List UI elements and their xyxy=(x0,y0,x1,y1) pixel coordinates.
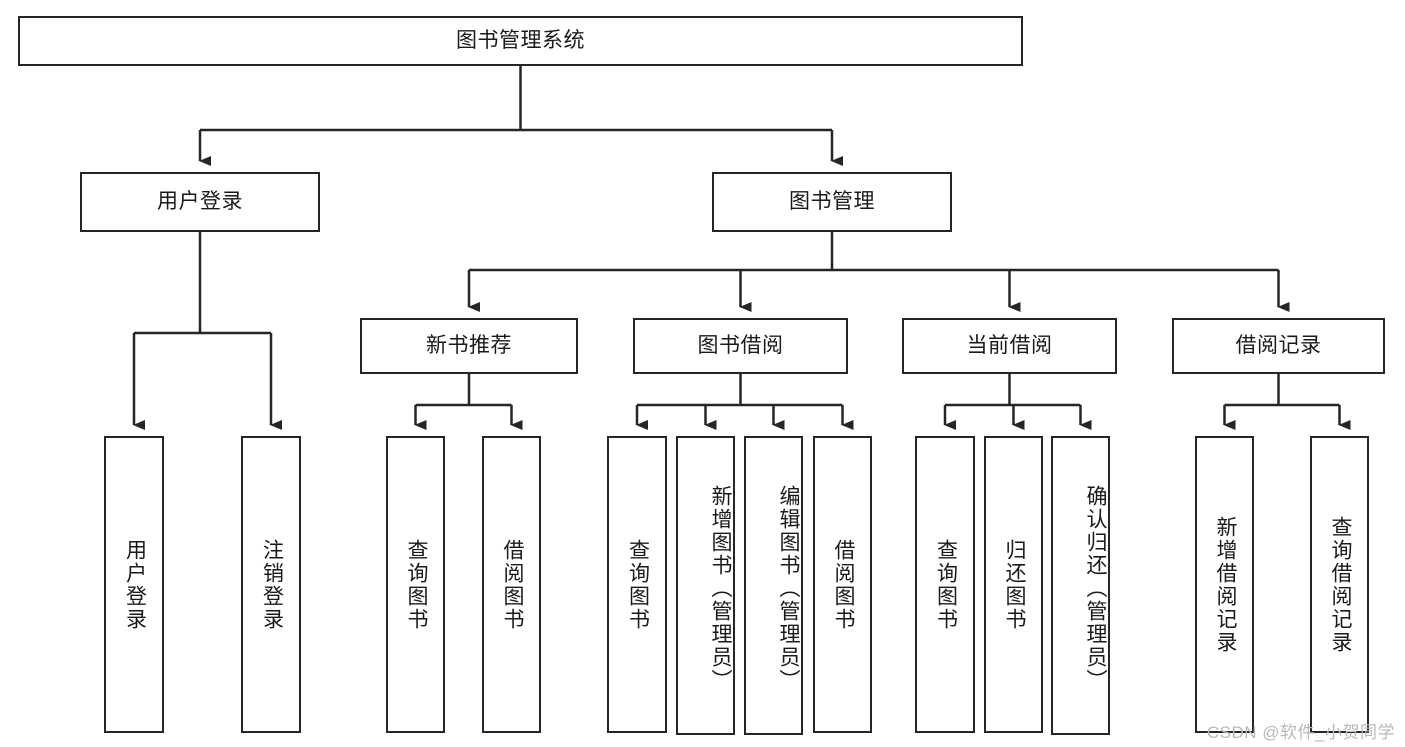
node-label: 图书借阅 xyxy=(697,334,784,358)
node-label: 归还图书 xyxy=(1002,538,1026,631)
node-book-manage[interactable]: 图书管理 xyxy=(712,172,952,232)
node-label: 查询图书 xyxy=(404,538,428,631)
node-label: 借阅记录 xyxy=(1235,334,1322,358)
node-label: 用户登录 xyxy=(157,190,243,214)
node-label: 用户登录 xyxy=(123,538,147,631)
node-leaf-add-book[interactable]: 新增图书（管理员） xyxy=(676,436,735,735)
node-root[interactable]: 图书管理系统 xyxy=(18,16,1023,66)
node-label: 查询图书 xyxy=(626,538,650,631)
node-label: 当前借阅 xyxy=(966,334,1053,358)
node-leaf-query-book-rec[interactable]: 查询图书 xyxy=(386,436,445,733)
node-label: 编辑图书（管理员） xyxy=(777,485,800,692)
node-label: 注销登录 xyxy=(260,538,284,631)
node-label: 借阅图书 xyxy=(831,538,855,631)
node-leaf-user-login[interactable]: 用户登录 xyxy=(104,436,164,733)
node-leaf-logout[interactable]: 注销登录 xyxy=(241,436,301,733)
node-label: 新增图书（管理员） xyxy=(709,485,732,692)
node-label: 新增借阅记录 xyxy=(1213,515,1237,654)
node-label: 新书推荐 xyxy=(426,334,512,358)
node-label: 借阅图书 xyxy=(500,538,524,631)
node-leaf-query-book-borrow[interactable]: 查询图书 xyxy=(607,436,667,733)
node-leaf-borrow-book-rec[interactable]: 借阅图书 xyxy=(482,436,541,733)
node-leaf-query-record[interactable]: 查询借阅记录 xyxy=(1310,436,1369,733)
node-leaf-query-book-cur[interactable]: 查询图书 xyxy=(915,436,975,733)
node-borrow-record[interactable]: 借阅记录 xyxy=(1172,318,1385,374)
watermark-label: CSDN @软件_小贺同学 xyxy=(1206,723,1395,742)
node-leaf-edit-book[interactable]: 编辑图书（管理员） xyxy=(744,436,803,735)
node-label: 查询图书 xyxy=(934,538,958,631)
node-label: 图书管理 xyxy=(789,190,875,214)
node-label: 查询借阅记录 xyxy=(1328,515,1352,654)
node-leaf-confirm-return[interactable]: 确认归还（管理员） xyxy=(1051,436,1110,735)
node-book-borrow[interactable]: 图书借阅 xyxy=(633,318,848,374)
node-label: 确认归还（管理员） xyxy=(1084,485,1107,692)
node-leaf-add-record[interactable]: 新增借阅记录 xyxy=(1195,436,1254,733)
node-leaf-return-book[interactable]: 归还图书 xyxy=(984,436,1043,733)
node-user-login[interactable]: 用户登录 xyxy=(80,172,320,232)
node-label: 图书管理系统 xyxy=(456,29,585,53)
node-leaf-borrow-book[interactable]: 借阅图书 xyxy=(813,436,872,733)
node-current-borrow[interactable]: 当前借阅 xyxy=(902,318,1117,374)
node-new-book-rec[interactable]: 新书推荐 xyxy=(360,318,578,374)
